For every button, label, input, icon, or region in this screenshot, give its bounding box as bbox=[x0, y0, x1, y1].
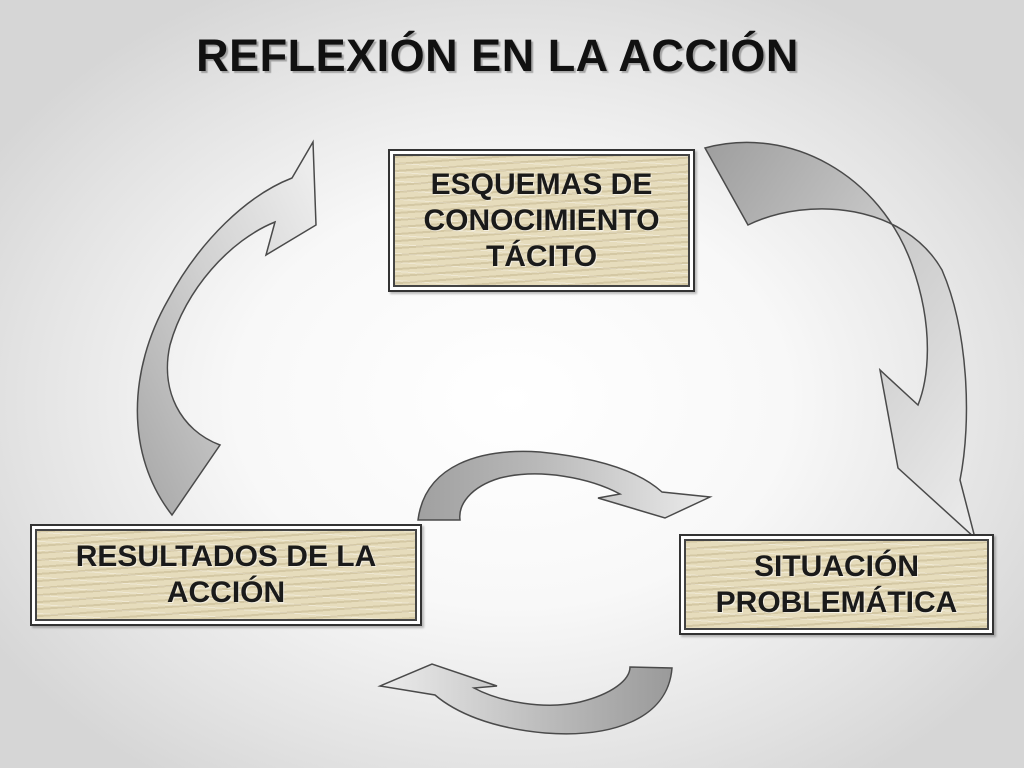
box-resultados-inner: RESULTADOS DE LA ACCIÓN bbox=[35, 529, 417, 621]
box-esquemas-line-2: CONOCIMIENTO bbox=[423, 203, 660, 237]
box-resultados-de-la-accion: RESULTADOS DE LA ACCIÓN bbox=[30, 524, 422, 626]
box-resultados-line-1: RESULTADOS DE LA bbox=[75, 540, 377, 573]
box-situacion-inner: SITUACIÓN PROBLEMÁTICA bbox=[684, 539, 989, 630]
box-esquemas-line-1: ESQUEMAS DE bbox=[430, 167, 653, 201]
box-resultados-line-2: ACCIÓN bbox=[166, 576, 286, 609]
box-esquemas-conocimiento-tacito: ESQUEMAS DE CONOCIMIENTO TÁCITO bbox=[388, 149, 695, 292]
slide-title: REFLEXIÓN EN LA ACCIÓN bbox=[196, 30, 799, 81]
box-esquemas-line-3: TÁCITO bbox=[485, 239, 598, 273]
box-esquemas-inner: ESQUEMAS DE CONOCIMIENTO TÁCITO bbox=[393, 154, 690, 287]
arrow-small-top bbox=[417, 450, 713, 521]
arrow-left bbox=[136, 139, 317, 517]
arrow-small-bottom bbox=[377, 663, 673, 735]
box-situacion-line-2: PROBLEMÁTICA bbox=[715, 585, 958, 619]
box-situacion-line-1: SITUACIÓN bbox=[754, 549, 919, 583]
box-situacion-problematica: SITUACIÓN PROBLEMÁTICA bbox=[679, 534, 994, 635]
arrow-right bbox=[703, 141, 977, 541]
